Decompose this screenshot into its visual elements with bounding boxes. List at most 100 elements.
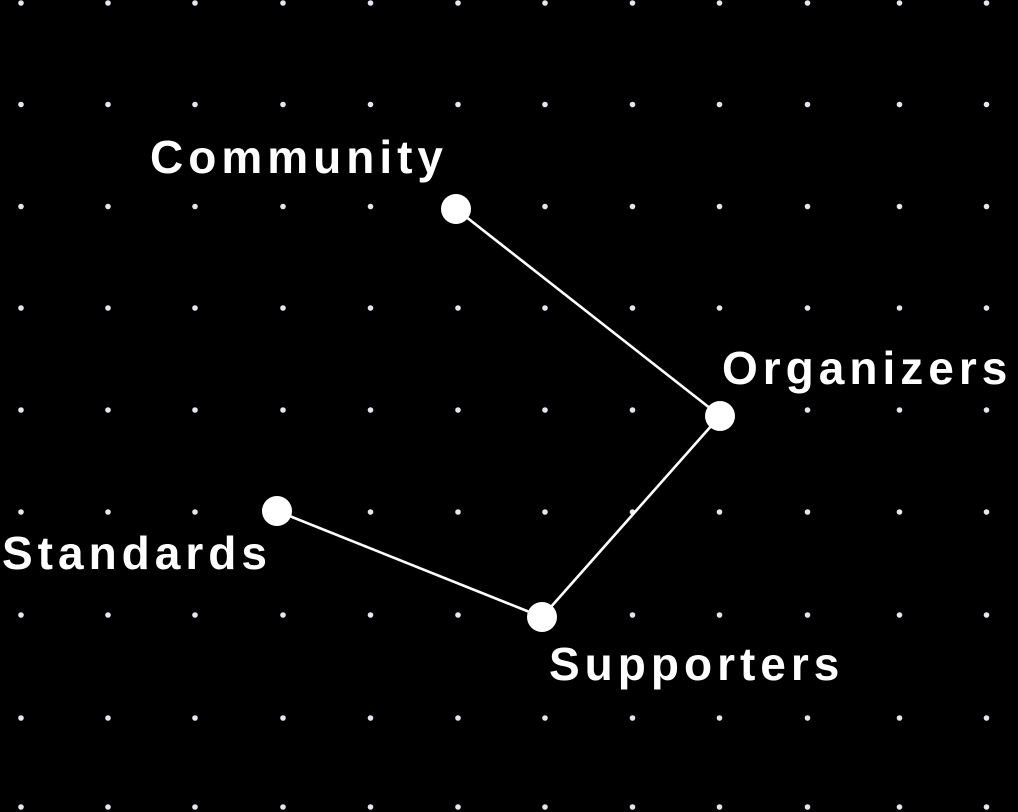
- grid-dot: [716, 509, 723, 515]
- grid-dot: [455, 715, 461, 721]
- grid-dot: [804, 407, 811, 413]
- grid-dot: [896, 203, 903, 210]
- grid-dot: [280, 407, 286, 413]
- grid-dot: [629, 612, 636, 618]
- grid-dot: [455, 407, 461, 413]
- grid-dot: [629, 101, 636, 108]
- grid-dot: [716, 101, 723, 108]
- grid-dot: [542, 715, 548, 721]
- grid-dot: [455, 509, 461, 515]
- grid-dot: [983, 305, 990, 311]
- grid-dot: [896, 305, 903, 311]
- grid-dot: [18, 407, 24, 413]
- grid-dot: [192, 203, 198, 210]
- grid-dot: [629, 715, 636, 721]
- grid-dot: [542, 305, 548, 311]
- node-community: [441, 194, 471, 224]
- grid-dot: [280, 612, 286, 618]
- grid-dot: [804, 509, 811, 515]
- grid-dot: [896, 407, 903, 413]
- grid-dot: [192, 612, 198, 618]
- grid-dot: [455, 0, 461, 6]
- grid-dot: [804, 612, 811, 618]
- grid-dot: [983, 407, 990, 413]
- grid-dot: [280, 715, 286, 721]
- grid-dot: [716, 305, 723, 311]
- grid-dot: [629, 0, 636, 6]
- grid-dot: [105, 203, 111, 210]
- node-label-organizers: Organizers: [722, 342, 1013, 394]
- grid-dot: [105, 407, 111, 413]
- grid-dot: [192, 715, 198, 721]
- grid-dot: [18, 0, 24, 6]
- grid-dot: [716, 612, 723, 618]
- grid-dot: [192, 101, 198, 108]
- grid-dot: [804, 804, 811, 810]
- node-label-community: Community: [150, 131, 448, 183]
- grid-dot: [192, 0, 198, 6]
- grid-dot: [18, 101, 24, 108]
- grid-dot: [716, 715, 723, 721]
- grid-dot: [105, 509, 111, 515]
- grid-dot: [804, 305, 811, 311]
- grid-dot: [629, 305, 636, 311]
- grid-dot: [716, 804, 723, 810]
- grid-dot: [983, 509, 990, 515]
- grid-dot: [18, 203, 24, 210]
- grid-dot: [983, 715, 990, 721]
- grid-dot: [542, 0, 548, 6]
- grid-dot: [367, 0, 374, 6]
- grid-dot: [455, 101, 461, 108]
- grid-dot: [192, 509, 198, 515]
- edge-supporters-standards: [276, 509, 543, 619]
- node-label-supporters: Supporters: [549, 638, 845, 690]
- grid-dot: [18, 715, 24, 721]
- edge-community-organizers: [455, 207, 721, 418]
- grid-dot: [280, 203, 286, 210]
- grid-dot: [542, 509, 548, 515]
- grid-dot: [105, 101, 111, 108]
- grid-dot: [367, 305, 374, 311]
- grid-dot: [983, 203, 990, 210]
- grid-dot: [804, 203, 811, 210]
- grid-dot: [280, 101, 286, 108]
- grid-dot: [896, 612, 903, 618]
- dot-grid: [18, 0, 990, 810]
- grid-dot: [18, 509, 24, 515]
- grid-dot: [542, 407, 548, 413]
- grid-dot: [192, 407, 198, 413]
- edge-organizers-supporters: [541, 415, 721, 618]
- grid-dot: [367, 715, 374, 721]
- grid-dot: [105, 804, 111, 810]
- grid-dot: [105, 715, 111, 721]
- grid-dot: [280, 0, 286, 6]
- grid-dot: [18, 305, 24, 311]
- grid-dot: [896, 101, 903, 108]
- grid-dot: [629, 804, 636, 810]
- grid-dot: [804, 101, 811, 108]
- grid-dot: [280, 804, 286, 810]
- grid-dot: [983, 804, 990, 810]
- grid-dot: [455, 305, 461, 311]
- grid-dot: [192, 305, 198, 311]
- grid-dot: [18, 804, 24, 810]
- grid-dot: [18, 612, 24, 618]
- grid-dot: [896, 0, 903, 6]
- grid-dot: [105, 612, 111, 618]
- grid-dot: [896, 804, 903, 810]
- grid-dot: [542, 804, 548, 810]
- grid-dot: [367, 101, 374, 108]
- grid-dot: [983, 0, 990, 6]
- grid-dot: [804, 715, 811, 721]
- grid-dot: [629, 203, 636, 210]
- grid-dot: [542, 101, 548, 108]
- grid-dot: [455, 612, 461, 618]
- grid-dot: [192, 804, 198, 810]
- node-organizers: [705, 401, 735, 431]
- node-supporters: [527, 602, 557, 632]
- grid-dot: [896, 715, 903, 721]
- grid-dot: [716, 203, 723, 210]
- grid-dot: [983, 612, 990, 618]
